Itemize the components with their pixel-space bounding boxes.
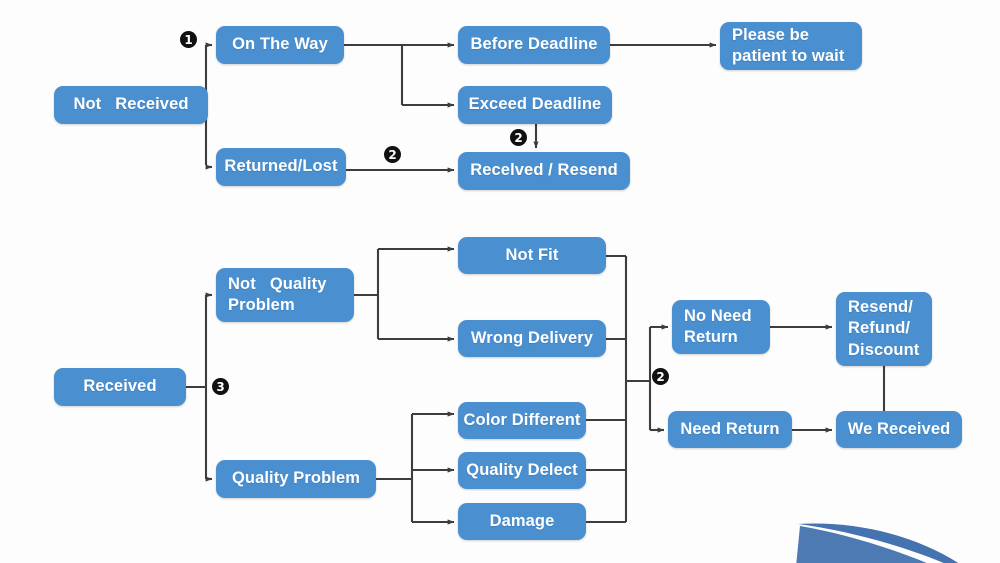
node-please-be-patient[interactable]: Please be patient to wait (720, 22, 862, 70)
node-need-return[interactable]: Need Return (668, 411, 792, 448)
node-recelved-resend[interactable]: Recelved / Resend (458, 152, 630, 190)
node-received[interactable]: Received (54, 368, 186, 406)
badge-step-2-return-split: 2 (652, 368, 669, 385)
node-we-received[interactable]: We Received (836, 411, 962, 448)
node-not-fit[interactable]: Not Fit (458, 237, 606, 274)
node-color-different[interactable]: Color Different (458, 402, 586, 439)
node-not-quality-problem[interactable]: Not Quality Problem (216, 268, 354, 322)
node-quality-delect[interactable]: Quality Delect (458, 452, 586, 489)
badge-step-2-exceed-deadline: 2 (510, 129, 527, 146)
node-wrong-delivery[interactable]: Wrong Delivery (458, 320, 606, 357)
node-damage[interactable]: Damage (458, 503, 586, 540)
badge-step-2-returned-lost: 2 (384, 146, 401, 163)
badge-step-1: 1 (180, 31, 197, 48)
node-on-the-way[interactable]: On The Way (216, 26, 344, 64)
node-resend-refund-discount[interactable]: Resend/ Refund/ Discount (836, 292, 932, 366)
node-quality-problem[interactable]: Quality Problem (216, 460, 376, 498)
node-not-received[interactable]: Not Received (54, 86, 208, 124)
node-before-deadline[interactable]: Before Deadline (458, 26, 610, 64)
node-returned-lost[interactable]: Returned/Lost (216, 148, 346, 186)
badge-step-3-received: 3 (212, 378, 229, 395)
node-no-need-return[interactable]: No Need Return (672, 300, 770, 354)
decorative-swoosh (796, 523, 959, 563)
node-exceed-deadline[interactable]: Exceed Deadline (458, 86, 612, 124)
